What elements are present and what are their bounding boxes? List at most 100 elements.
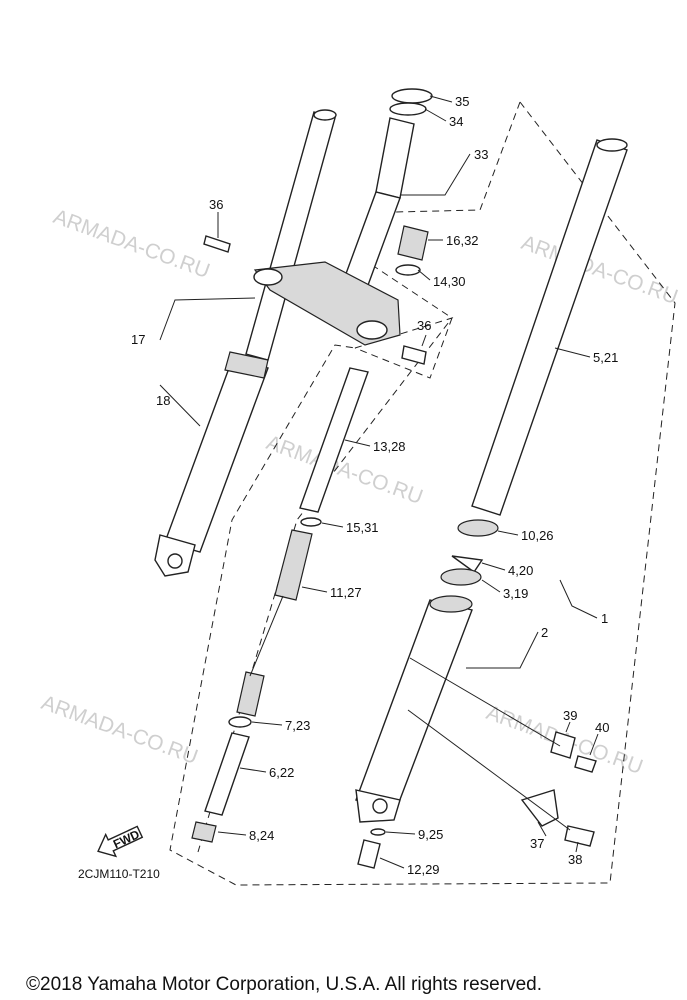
part-label-4-20: 4,20 [508,563,533,578]
part-10-oil-seal [457,519,499,537]
part-label-18: 18 [156,393,170,408]
part-label-35: 35 [455,94,469,109]
right-fork-exploded [355,138,628,869]
leader [421,334,427,347]
left-tube-top-cap [313,109,337,121]
leader [565,721,571,733]
part-label-15-31: 15,31 [346,520,379,535]
leader [481,579,501,593]
leader [217,831,247,836]
leader [537,821,547,837]
part-6-damper-rod [204,732,250,816]
part-label-9-25: 9,25 [418,827,443,842]
part-label-40: 40 [595,720,609,735]
leader [344,439,371,447]
fwd-label: FWD [111,827,142,851]
part-36-upper-bolt [203,235,231,253]
leader [429,95,453,103]
leader [497,530,519,536]
part-36-lower-bolt [401,345,427,365]
part-label-33: 33 [474,147,488,162]
part-33-stem-top [375,117,415,199]
outer-leg-outline [169,101,676,886]
part-2-outer-tube [355,599,473,811]
leader [379,857,405,869]
leader [417,269,431,281]
leader [559,579,598,619]
leader [321,522,344,528]
part-34-ring [389,102,427,116]
part-label-6-22: 6,22 [269,765,294,780]
part-11-spring-lower [236,671,265,717]
leader [301,586,328,593]
part-13-spacer [299,367,369,513]
leader [481,562,506,571]
leader [424,108,447,122]
part-label-36: 36 [209,197,223,212]
left-inner-tube [245,111,336,361]
left-dust-seal [224,351,269,379]
part-label-10-26: 10,26 [521,528,554,543]
leader [385,831,416,835]
watermark: ARMADA-CO.RU [38,691,200,769]
leader [407,709,571,831]
left-fork-assembly [154,109,337,577]
leader [251,721,283,726]
part-label-11-27: 11,27 [330,585,362,600]
part-labels: 35 34 33 36 16,32 14,30 36 17 18 5,21 13… [131,94,618,877]
leader [466,631,539,669]
leader [554,347,591,358]
part-5-inner-tube [471,139,628,516]
part-label-12-29: 12,29 [407,862,440,877]
left-outer-tube [164,359,269,553]
part-11-spring-upper [274,529,313,601]
right-tube-top [596,138,628,152]
watermark: ARMADA-CO.RU [50,205,212,283]
part-label-14-30: 14,30 [433,274,466,289]
part-label-3-19: 3,19 [503,586,528,601]
part-35-ring [391,88,433,104]
part-16-cap-bolt [397,225,429,261]
right-outer-tube-top [429,595,473,613]
part-15-washer [300,517,322,527]
part-label-2: 2 [541,625,548,640]
part-38-bolt [564,825,595,847]
bracket-left-clamp [253,268,283,286]
leader [400,153,471,196]
leader [409,657,561,747]
steering-stem-assembly [203,88,433,365]
leader [159,297,256,341]
part-label-34: 34 [449,114,463,129]
part-39-bracket [550,731,576,759]
leader [239,767,267,773]
part-label-39: 39 [563,708,577,723]
part-label-7-23: 7,23 [285,718,310,733]
copyright-notice: ©2018 Yamaha Motor Corporation, U.S.A. A… [26,974,542,995]
leader-lines [159,95,599,869]
left-axle-hole [167,553,183,569]
part-8-rebound-spring [191,821,217,843]
part-label-1: 1 [601,611,608,626]
part-label-5-21: 5,21 [593,350,618,365]
right-internals [191,367,369,843]
part-label-37: 37 [530,836,544,851]
part-label-8-24: 8,24 [249,828,274,843]
leader [589,733,599,756]
part-7-ring [228,716,252,728]
part-3-oil-seal [440,568,482,586]
part-14-oring [395,264,421,276]
part-12-drain-bolt [357,839,381,869]
part-label-13-28: 13,28 [373,439,406,454]
part-label-16-32: 16,32 [446,233,479,248]
leader [575,841,579,853]
right-axle-hole [372,798,388,814]
leader [159,384,201,427]
part-9-washer [370,828,386,836]
fwd-arrow: FWD [97,825,144,858]
spring-rod [249,595,284,677]
part-label-17: 17 [131,332,145,347]
part-label-36: 36 [417,318,431,333]
bracket-right-clamp [356,320,388,340]
part-4-clip [451,555,484,573]
